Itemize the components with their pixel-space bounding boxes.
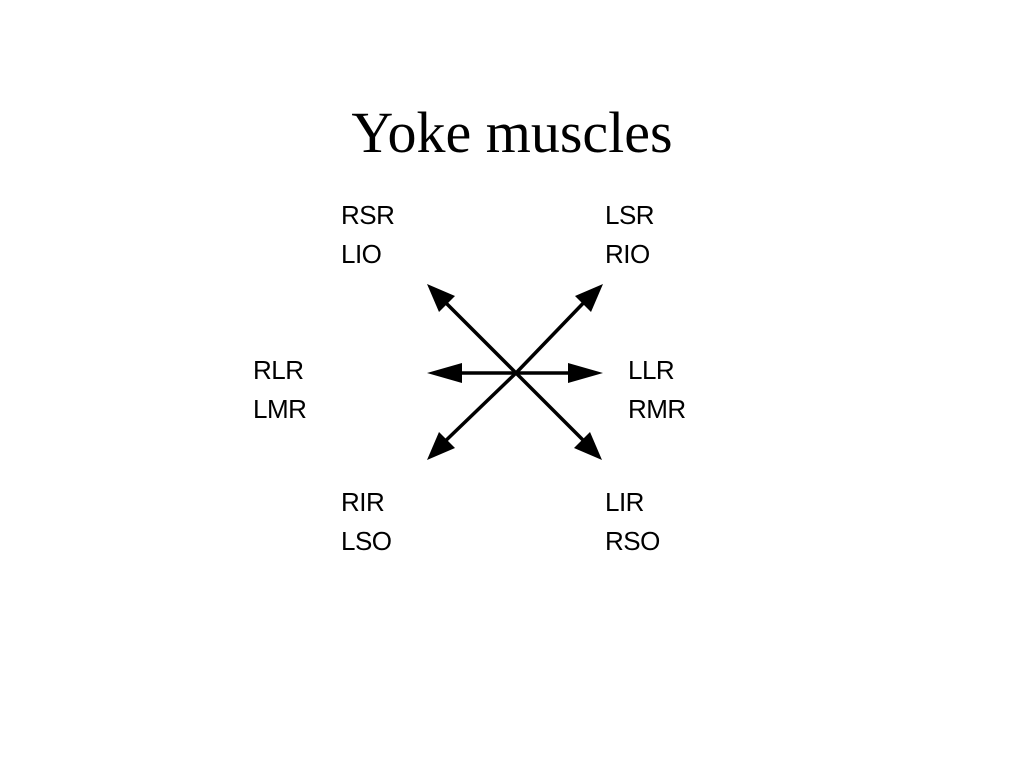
label-group-down-left: RIR LSO [341, 487, 392, 565]
arrow-up-right [514, 291, 595, 375]
label-rlr: RLR [253, 355, 304, 385]
label-rio: RIO [605, 239, 650, 269]
label-lmr: LMR [253, 394, 307, 424]
arrowhead-down-left [427, 432, 455, 460]
label-llr: LLR [628, 355, 675, 385]
label-lso: LSO [341, 526, 392, 556]
arrowhead-right [568, 363, 603, 383]
label-rmr: RMR [628, 394, 686, 424]
slide-title: Yoke muscles [351, 100, 673, 165]
arrowhead-left [427, 363, 462, 383]
label-group-down-right: LIR RSO [605, 487, 660, 565]
label-group-left: RLR LMR [253, 355, 307, 433]
label-group-up-right: LSR RIO [605, 200, 655, 278]
label-rir: RIR [341, 487, 385, 517]
label-rsr: RSR [341, 200, 395, 230]
label-group-up-left: RSR LIO [341, 200, 395, 278]
arrow-down-left [434, 371, 518, 452]
arrowhead-up-left [427, 284, 455, 312]
label-lsr: LSR [605, 200, 655, 230]
arrowhead-up-right [575, 284, 603, 312]
arrow-down-right [514, 371, 595, 452]
arrow-up-left [434, 291, 518, 375]
label-lio: LIO [341, 239, 382, 269]
label-group-right: LLR RMR [628, 355, 686, 433]
label-rso: RSO [605, 526, 660, 556]
arrowhead-down-right [574, 432, 602, 460]
label-lir: LIR [605, 487, 644, 517]
